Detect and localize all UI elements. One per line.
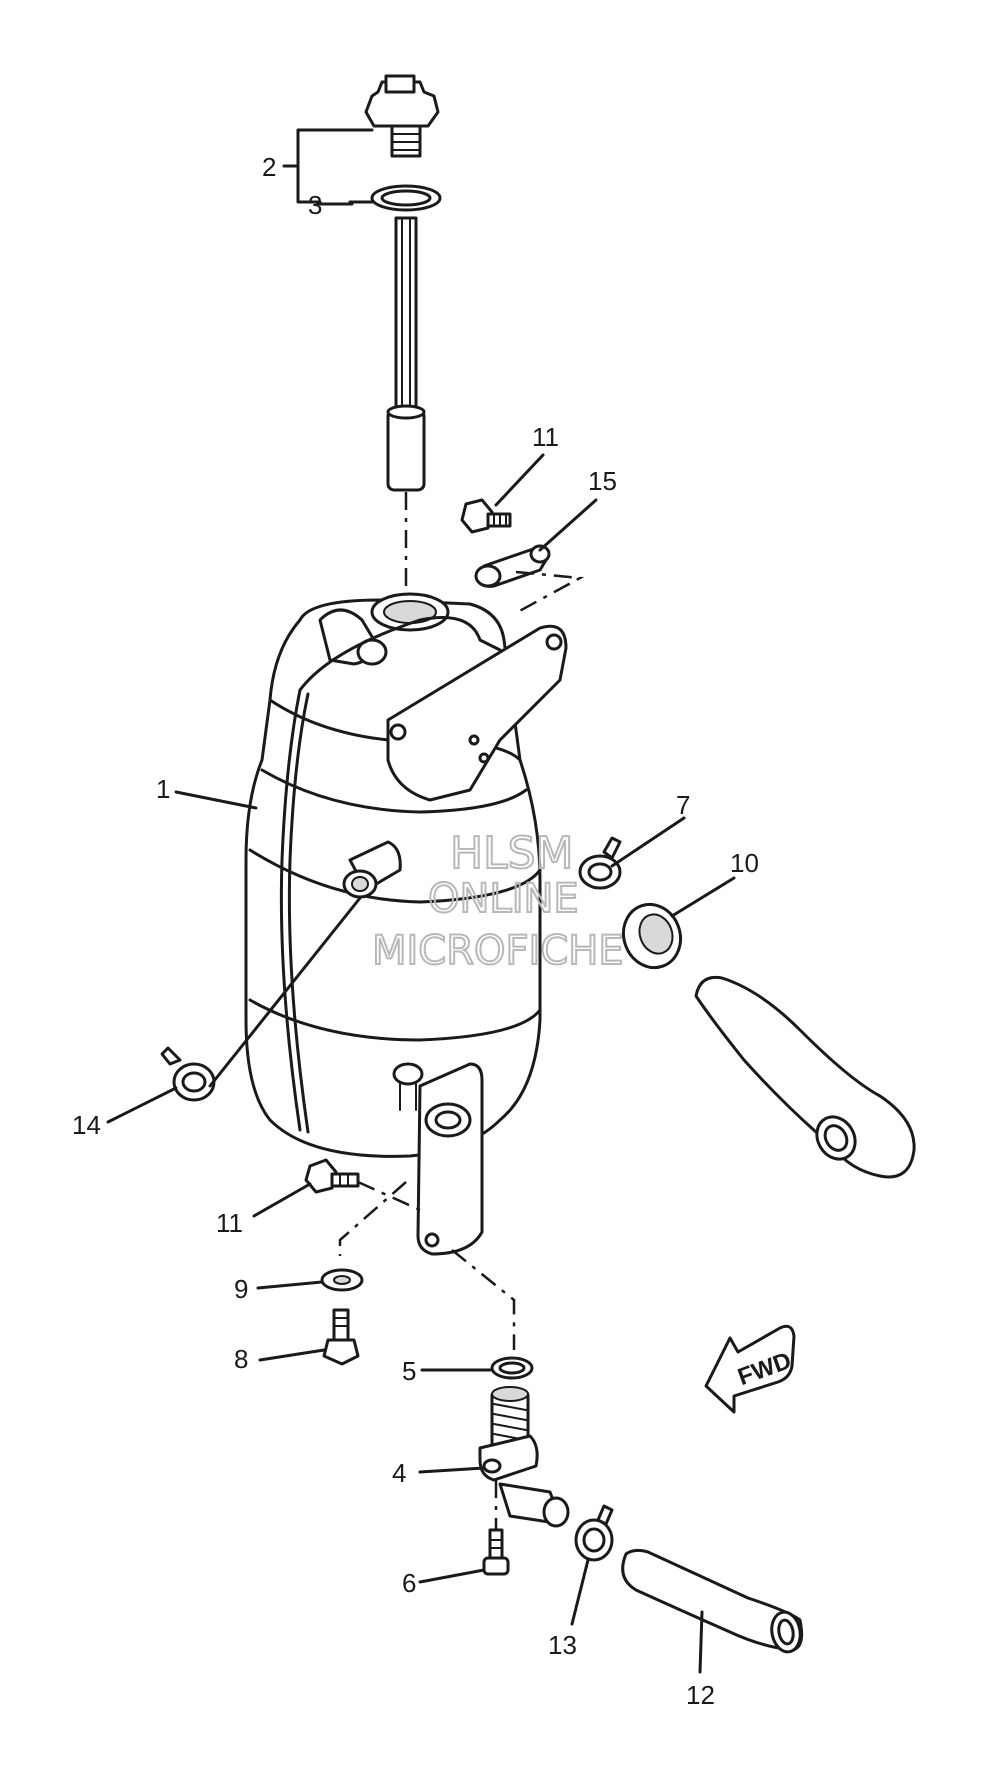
oil-tank[interactable] — [244, 592, 568, 1256]
callout-13: 13 — [548, 1630, 577, 1660]
clamp-15[interactable] — [474, 544, 551, 588]
hose-clamp-14[interactable] — [160, 1046, 216, 1102]
hose-clamp-13[interactable] — [574, 1504, 614, 1562]
callout-4: 4 — [392, 1458, 406, 1488]
callout-10: 10 — [730, 848, 759, 878]
bolt-8[interactable] — [322, 1308, 360, 1366]
o-ring-gauge[interactable] — [370, 184, 442, 212]
callout-14: 14 — [72, 1110, 101, 1140]
callout-3: 3 — [308, 190, 322, 220]
watermark-line-3: MICROFICHE — [372, 928, 624, 974]
hose-12[interactable] — [621, 1548, 804, 1654]
fwd-direction-arrow: FWD — [704, 1324, 796, 1414]
screw-6[interactable] — [482, 1528, 510, 1576]
bolt-11-upper[interactable] — [460, 498, 512, 534]
callout-7: 7 — [676, 790, 690, 820]
hose-right[interactable] — [694, 975, 916, 1179]
watermark: HLSM ONLINE MICROFICHE — [371, 827, 625, 975]
watermark-line-2: ONLINE — [428, 876, 579, 922]
callout-11-lower: 11 — [216, 1208, 243, 1238]
callout-12: 12 — [686, 1680, 715, 1710]
callout-8: 8 — [234, 1344, 248, 1374]
callout-11-upper: 11 — [532, 422, 559, 452]
watermark-line-1: HLSM — [450, 828, 574, 879]
callout-15: 15 — [588, 466, 617, 496]
leader-lines — [106, 202, 736, 1674]
o-ring-5[interactable] — [490, 1356, 534, 1380]
callout-2: 2 — [262, 152, 276, 182]
grommet-10[interactable] — [615, 896, 690, 975]
bolt-11-lower[interactable] — [304, 1158, 360, 1194]
joint-elbow-4[interactable] — [478, 1386, 570, 1528]
oil-level-gauge[interactable] — [364, 74, 440, 492]
callout-1: 1 — [156, 774, 170, 804]
callout-6: 6 — [402, 1568, 416, 1598]
callout-9: 9 — [234, 1274, 248, 1304]
callout-5: 5 — [402, 1356, 416, 1386]
washer-9[interactable] — [320, 1268, 364, 1292]
hose-clamp-7[interactable] — [578, 836, 622, 890]
